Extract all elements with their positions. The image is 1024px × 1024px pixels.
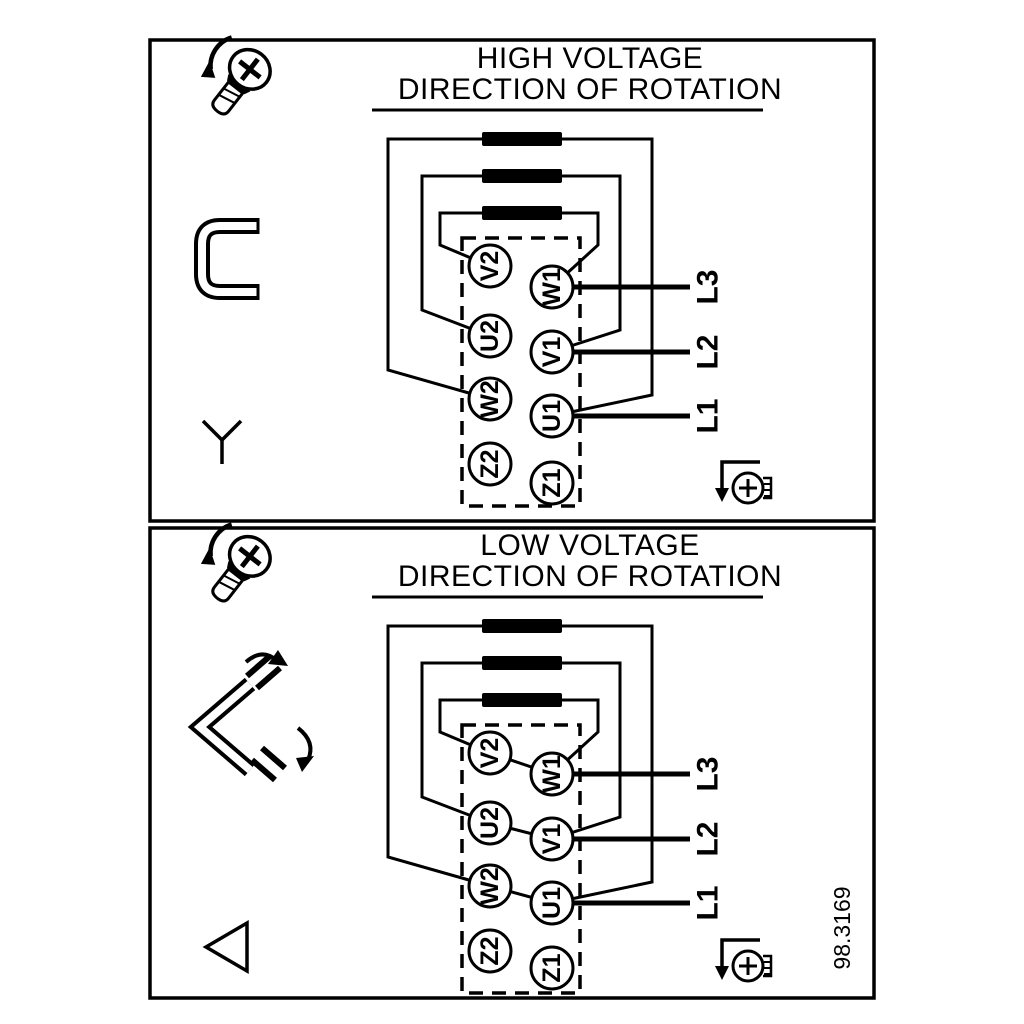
high-voltage-panel: HIGH VOLTAGE DIRECTION OF ROTATION	[148, 30, 876, 523]
terminal-z2	[467, 928, 513, 974]
terminal-z2	[467, 441, 513, 487]
link-bar	[482, 206, 562, 220]
link-bar	[482, 132, 562, 146]
terminal-v2	[467, 243, 513, 289]
link-bar	[482, 693, 562, 707]
panel-title-line1: LOW VOLTAGE	[480, 529, 699, 562]
terminal-w2	[467, 376, 513, 422]
panel-title-line2: DIRECTION OF ROTATION	[398, 73, 782, 106]
terminals: V2 U2 W2 Z2 W1 V1 U1 Z1	[467, 730, 575, 991]
terminal-label: V2	[476, 251, 504, 282]
terminal-z1	[529, 945, 575, 991]
terminal-label: Z2	[476, 449, 504, 478]
terminal-label: U2	[476, 807, 504, 839]
terminal-v1	[529, 329, 575, 375]
terminal-label: V2	[476, 738, 504, 769]
star-symbol	[201, 419, 243, 464]
terminal-v2	[467, 730, 513, 776]
terminal-w1	[529, 264, 575, 310]
terminal-label: Z2	[476, 936, 504, 965]
terminal-label: Z1	[538, 468, 566, 497]
terminal-label: U1	[538, 400, 566, 432]
terminal-label: W1	[538, 268, 566, 306]
terminal-u2	[467, 800, 513, 846]
terminal-label: V1	[538, 337, 566, 368]
supply-label-l2: L2	[692, 821, 725, 856]
terminal-w1	[529, 751, 575, 797]
terminal-v1	[529, 816, 575, 862]
link-bar	[482, 656, 562, 670]
terminal-u1	[529, 393, 575, 439]
terminal-label: U2	[476, 320, 504, 352]
moved-links-icon	[187, 650, 314, 783]
terminal-label: Z1	[538, 953, 566, 982]
terminal-u1	[529, 880, 575, 926]
panel-title-line1: HIGH VOLTAGE	[477, 42, 704, 75]
terminals: V2 U2 W2 Z2 W1 V1 U1 Z1	[467, 243, 575, 506]
terminal-box	[460, 236, 582, 508]
terminal-u2	[467, 313, 513, 359]
bridge-link-icon	[194, 218, 260, 300]
terminal-box	[460, 723, 582, 995]
supply-label-l1: L1	[692, 885, 725, 920]
low-voltage-panel: LOW VOLTAGE DIRECTION OF ROTATION	[148, 517, 876, 1000]
panel-border	[148, 526, 876, 1000]
supply-wires	[552, 284, 690, 419]
terminal-w2	[467, 863, 513, 909]
supply-label-l1: L1	[692, 398, 725, 433]
delta-symbol	[202, 919, 249, 975]
supply-label-l3: L3	[692, 756, 725, 791]
link-bar	[482, 619, 562, 633]
terminal-z1	[529, 460, 575, 506]
supply-label-l3: L3	[692, 269, 725, 304]
supply-label-l2: L2	[692, 334, 725, 369]
supply-wires	[552, 771, 690, 906]
terminal-label: V1	[538, 824, 566, 855]
terminal-label: U1	[538, 887, 566, 919]
terminal-label: W1	[538, 755, 566, 793]
terminal-label: W2	[476, 867, 504, 905]
panel-border	[148, 38, 876, 523]
part-number: 98.3169	[829, 886, 855, 969]
panel-title-line2: DIRECTION OF ROTATION	[398, 560, 782, 593]
terminal-label: W2	[476, 380, 504, 418]
link-bar	[482, 169, 562, 183]
